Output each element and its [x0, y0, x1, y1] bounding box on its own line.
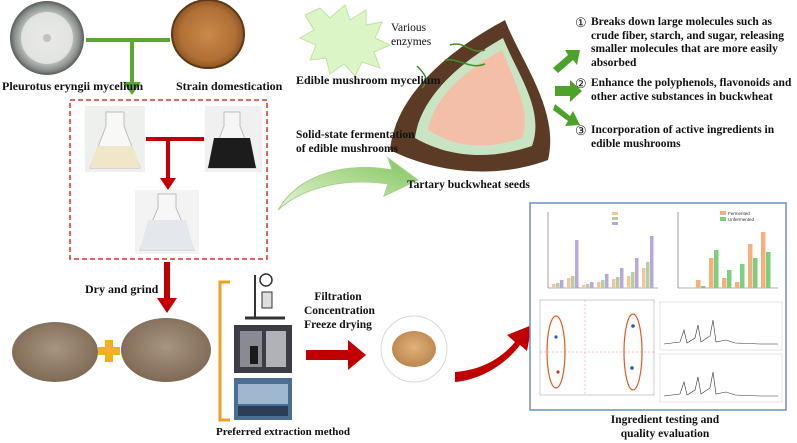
minichart-right: Fermented Unfermented: [677, 211, 778, 289]
fermentation-dashed-box: [69, 99, 268, 260]
minibar-right: [709, 258, 714, 288]
minibar-left: [646, 262, 650, 288]
enzyme-lines: [416, 43, 486, 89]
minibar-left: [560, 280, 564, 288]
minibar-left: [586, 284, 590, 288]
ultrasonic-device-photo: [234, 325, 292, 373]
minichart-left: [547, 212, 658, 289]
legend-fermented: Fermented: [728, 211, 750, 216]
label-extraction: Preferred extraction method: [216, 426, 350, 438]
label-dry-grind: Dry and grind: [85, 282, 159, 296]
plus-icon: [98, 340, 120, 362]
minibar-left: [552, 284, 556, 288]
legend-unfermented: Unfermented: [728, 217, 755, 222]
minibar-right: [735, 282, 740, 288]
fermented-powder-photo: [121, 318, 211, 382]
label-enzymes: Various enzymes: [391, 22, 432, 48]
label-strain: Strain domestication: [176, 79, 283, 93]
minibar-left: [567, 278, 571, 288]
red-curved-arrow: [455, 325, 532, 382]
red-right-arrow: [306, 340, 366, 370]
minibar-left: [631, 272, 635, 288]
benefit-3-text: Incorporation of active ingredients in e…: [591, 124, 775, 150]
minibar-right: [722, 278, 727, 288]
benefit-1: ① Breaks down large molecules such as cr…: [575, 16, 797, 70]
buckwheat-powder-photo: [12, 322, 98, 382]
minibar-left: [571, 276, 575, 288]
mycelium-star-shape: [298, 4, 392, 77]
benefit-3: ③ Incorporation of active ingredients in…: [575, 124, 797, 151]
red-connector: [146, 137, 204, 190]
minibar-left: [575, 240, 579, 288]
minibar-left: [650, 236, 654, 288]
label-seeds: Tartary buckwheat seeds: [407, 179, 530, 191]
freeze-dried-product-photo: [380, 315, 448, 383]
minibar-right: [761, 232, 766, 288]
minibar-right: [766, 252, 771, 288]
extraction-machine-photo: [234, 378, 292, 420]
extraction-bracket: [218, 280, 230, 422]
minibar-left: [605, 274, 609, 288]
minibar-left: [597, 282, 601, 288]
green-benefit-arrows: [553, 50, 582, 126]
label-mycelium: Pleurotus eryngii mycelium: [2, 79, 144, 93]
benefit-3-number: ③: [575, 123, 587, 138]
flask-fermented-photo: [135, 190, 199, 254]
tartary-buckwheat-seed: [390, 20, 551, 172]
benefit-2: ② Enhance the polyphenols, flavonoids an…: [575, 77, 797, 104]
flask-black-seeds-photo: [205, 106, 262, 172]
label-testing: Ingredient testing and quality evaluatio…: [610, 414, 720, 440]
mycelium-petri-dish: [10, 1, 84, 75]
minibar-left: [556, 283, 560, 288]
label-process: Filtration Concentration Freeze drying: [304, 291, 375, 331]
label-edible-mycelium: Edible mushroom mycelium: [296, 73, 441, 87]
benefit-2-text: Enhance the polyphenols, flavonoids and …: [591, 77, 792, 103]
minibar-left: [582, 285, 586, 288]
minibar-left: [635, 258, 639, 288]
label-fermentation: Solid-state fermentation of edible mushr…: [296, 129, 415, 155]
minibar-left: [590, 282, 594, 288]
minibar-right: [753, 258, 758, 288]
red-down-arrow: [157, 262, 177, 313]
benefit-1-text: Breaks down large molecules such as crud…: [591, 16, 784, 69]
minibar-right: [727, 270, 732, 288]
green-curved-arrow: [277, 156, 419, 211]
minibar-left: [642, 268, 646, 288]
minibar-left: [612, 279, 616, 288]
strain-grain-photo: [171, 0, 245, 69]
minibar-right: [748, 244, 753, 288]
minibar-right: [714, 250, 719, 288]
minibar-left: [620, 268, 624, 288]
chromatograms: [659, 301, 783, 403]
minibar-left: [616, 277, 620, 288]
benefit-2-number: ②: [575, 76, 587, 91]
pca-scatter: [539, 299, 655, 396]
flask-mycelium-photo: [85, 106, 145, 172]
minibar-right: [696, 280, 701, 288]
minibar-left: [627, 276, 631, 288]
benefit-1-number: ①: [575, 15, 587, 30]
extraction-apparatus-photo: [238, 270, 293, 322]
minibar-right: [701, 286, 706, 288]
minibar-right: [740, 264, 745, 288]
green-connector: [86, 38, 170, 95]
minibar-left: [601, 280, 605, 288]
